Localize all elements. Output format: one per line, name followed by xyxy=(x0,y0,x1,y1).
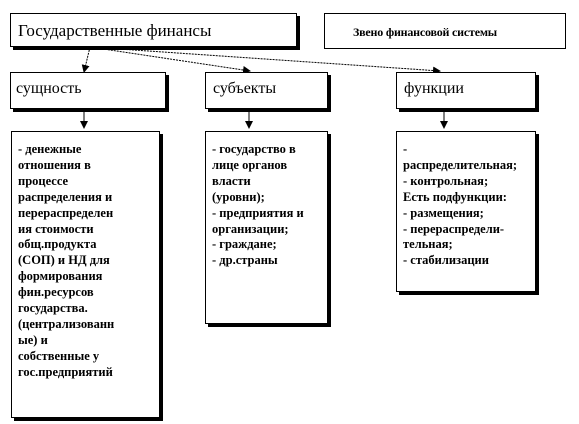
content-line: Есть подфункции: xyxy=(403,189,507,204)
content-line: (СОП) и НД для xyxy=(18,253,110,268)
essence-content-box: - денежные отношения в процессе распреде… xyxy=(11,131,160,418)
content-line: процессе xyxy=(18,173,69,188)
content-line: (уровни); xyxy=(212,189,265,204)
main-title: Государственные финансы xyxy=(18,21,212,40)
side-label: Звено финансовой системы xyxy=(353,25,497,39)
content-line: - др.страны xyxy=(212,253,278,268)
arrow-to-functions xyxy=(89,46,441,75)
side-label-box: Звено финансовой системы xyxy=(324,13,566,49)
category-functions-box: функции xyxy=(396,72,536,109)
content-line: гос.предприятий xyxy=(18,364,113,379)
category-essence-box: сущность xyxy=(10,72,166,109)
content-line: отношения в xyxy=(18,157,91,172)
category-essence-title: сущность xyxy=(16,80,82,97)
content-line: перераспределен xyxy=(18,205,114,220)
content-line: тельная; xyxy=(403,237,453,252)
content-line: лице органов xyxy=(212,157,288,172)
main-title-box: Государственные финансы xyxy=(10,13,297,47)
content-line: государства. xyxy=(18,301,88,316)
content-line: общ.продукта xyxy=(18,237,97,252)
content-line: - денежные xyxy=(18,142,82,156)
content-line: - предприятия и xyxy=(212,205,304,220)
category-subjects-title: субъекты xyxy=(213,80,277,97)
subjects-content-box: - государство в лице органов власти (уро… xyxy=(205,131,328,324)
content-line: собственные у xyxy=(18,348,100,363)
content-line: - перераспредели- xyxy=(403,221,505,236)
content-line: власти xyxy=(212,173,251,188)
content-line: ия стоимости xyxy=(18,221,94,236)
content-line: распределительная; xyxy=(403,157,518,172)
content-line: ые) и xyxy=(18,332,48,347)
arrow-to-subjects xyxy=(89,46,251,74)
content-line: - государство в xyxy=(212,142,296,156)
functions-content-box: - распределительная; - контрольная; Есть… xyxy=(396,131,536,292)
content-line: организации; xyxy=(212,221,289,236)
content-line: - контрольная; xyxy=(403,173,489,188)
content-line: - xyxy=(403,142,408,156)
content-line: формирования xyxy=(18,269,103,284)
category-functions-title: функции xyxy=(404,80,464,97)
content-line: - размещения; xyxy=(403,205,484,220)
category-subjects-box: субъекты xyxy=(205,72,328,109)
content-line: распределения и xyxy=(18,189,113,204)
content-line: - стабилизации xyxy=(403,253,489,268)
content-line: фин.ресурсов xyxy=(18,285,94,300)
arrow-to-essence xyxy=(81,46,91,73)
content-line: - граждане; xyxy=(212,237,277,252)
content-line: (централизованн xyxy=(18,316,115,331)
